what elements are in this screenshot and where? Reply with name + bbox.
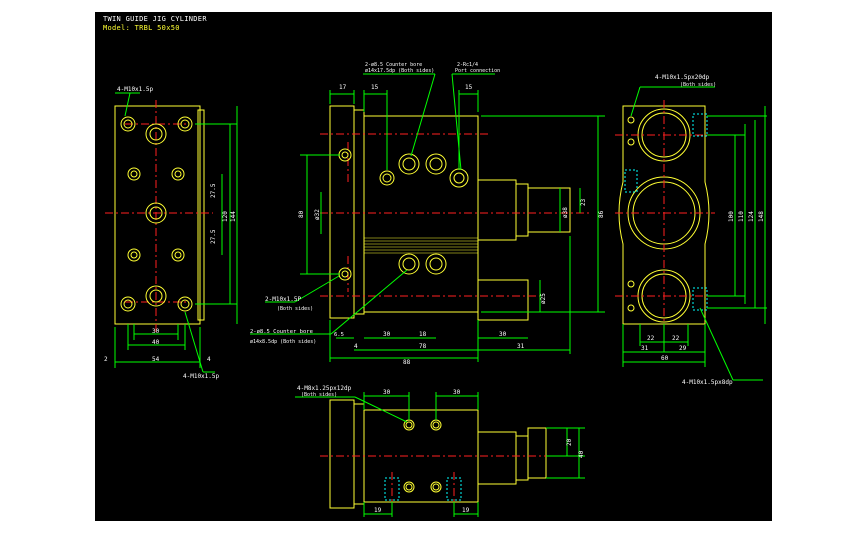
dim-bottom-19a: 19 [374,507,382,514]
dim-front-31: 31 [517,343,525,350]
dim-front-78: 78 [419,343,427,350]
dim-front-65: 6.5 [334,332,344,338]
left-view-flange [197,109,205,321]
dim-bottom-30b: 30 [453,389,461,396]
note-front-1a: 2-ø8.5 Counter bore [365,62,422,68]
note-front-2b: Port connection [455,68,500,74]
drawing-model: Model: TRBL 50x50 [103,24,180,32]
dim-right-callout-bottom: 4-M10x1.5px8dp [682,379,733,386]
dim-left-275b: 27.5 [210,229,217,244]
note-front-3b: (Both sides) [277,306,313,312]
dim-right-29: 29 [679,345,687,352]
dim-left-275a: 27.5 [210,183,217,198]
dim-right-110: 110 [738,211,745,222]
dim-front-15b: 15 [465,84,473,91]
dim-bottom-30a: 30 [383,389,391,396]
dim-left-40: 40 [152,339,160,346]
dim-bottom-20: 20 [566,438,573,446]
dim-front-30b: 30 [499,331,507,338]
dim-right-callout-top-b: (Both sides) [680,82,716,88]
bottom-view [295,392,585,517]
drawing-title: TWIN GUIDE JIG CYLINDER [103,15,207,23]
dim-left-30: 30 [152,328,160,335]
left-view [105,92,238,373]
dim-front-30a: 30 [383,331,391,338]
dim-front-23: 23 [580,198,587,206]
note-front-4b: ø14x8.5dp (Both sides) [250,339,316,345]
dim-front-86: 86 [598,210,605,218]
dim-left-callout-bottom: 4-M10x1.5p [183,373,220,380]
note-bottom-a: 4-M8x1.25px12dp [297,385,352,392]
note-front-1b: ø14x17.5dp (Both sides) [365,68,434,74]
note-front-4a: 2-ø8.5 Counter bore [250,329,313,335]
dim-front-4: 4 [354,343,358,350]
dim-front-17: 17 [339,84,347,91]
dim-left-callout-top: 4-M10x1.5p [117,86,154,93]
dim-right-100: 100 [728,211,735,222]
dim-left-144: 144 [230,211,237,222]
dim-front-38: ø38 [562,207,569,218]
dim-right-22b: 22 [672,335,680,342]
dim-bottom-40: 40 [578,450,585,458]
dim-right-60: 60 [661,355,669,362]
dim-left-120: 120 [222,211,229,222]
right-view [615,86,767,381]
dim-right-31: 31 [641,345,649,352]
note-front-2a: 2-Rc1/4 [457,62,478,68]
dim-left-4: 4 [207,356,211,363]
dim-right-callout-top-a: 4-M10x1.5px20dp [655,74,710,81]
dim-left-2: 2 [104,356,108,363]
dim-front-32: ø32 [314,209,321,220]
note-bottom-b: (Both sides) [301,392,337,398]
drawing-frame: TWIN GUIDE JIG CYLINDER Model: TRBL 50x5… [95,12,772,521]
dim-right-124: 124 [748,211,755,222]
dim-front-25: ø25 [540,293,547,304]
dim-front-80: 80 [298,210,305,218]
dim-right-148: 148 [758,211,765,222]
dim-front-88: 88 [403,359,411,366]
cad-drawing: 4-M10x1.5p 27.5 27.5 120 144 30 40 54 2 … [104,62,767,517]
dim-front-15a: 15 [371,84,379,91]
dim-bottom-19b: 19 [462,507,470,514]
dim-right-22a: 22 [647,335,655,342]
dim-left-54: 54 [152,356,160,363]
dim-front-18: 18 [419,331,427,338]
left-view-body [114,105,201,325]
front-view [250,73,605,362]
note-front-3a: 2-M10x1.5P [265,296,302,303]
